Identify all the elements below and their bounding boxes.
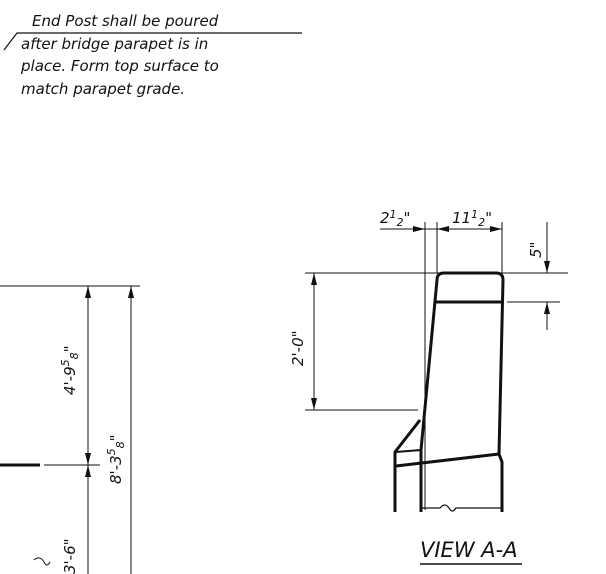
break-mark: [33, 557, 51, 566]
elevation-view: [0, 285, 140, 574]
width-arrow-right: [490, 226, 502, 232]
view-title: VIEW A-A: [420, 538, 518, 562]
five-arrow-down: [544, 261, 550, 273]
height-dim-label: 2'-0": [289, 330, 307, 366]
height-arrow-bottom: [311, 398, 317, 410]
arrow-overall-top: [128, 286, 134, 298]
arrow-lower-top: [85, 465, 91, 477]
arrow-upper-top: [85, 286, 91, 298]
arrow-upper-bottom: [85, 453, 91, 465]
note-line-3: place. Form top surface to: [20, 57, 219, 75]
section-view: [305, 222, 568, 512]
chamfer: [393, 419, 422, 512]
width-dim-label: 1112": [452, 208, 492, 229]
post-outline: [419, 271, 505, 512]
five-dim-label: 5": [527, 242, 545, 258]
offset-dim-label: 212": [380, 208, 410, 229]
dim-overall-label: 8'-358": [105, 434, 127, 484]
note-line-4: match parapet grade.: [21, 80, 185, 98]
note-line-2: after bridge parapet is in: [21, 35, 208, 53]
joint-line: [395, 452, 500, 468]
five-arrow-up: [544, 302, 550, 314]
general-note: End Post shall be poured after bridge pa…: [3, 12, 302, 98]
dim-upper-label: 4'-958": [59, 345, 81, 395]
offset-arrow: [413, 226, 425, 232]
section-break: [421, 504, 502, 512]
chamfer-diag: [395, 449, 422, 453]
height-arrow-top: [311, 273, 317, 285]
note-line-1: End Post shall be poured: [32, 12, 219, 30]
note-leader: [3, 32, 302, 51]
width-arrow-left: [437, 226, 449, 232]
dim-lower-label: 3'-6": [61, 538, 79, 574]
